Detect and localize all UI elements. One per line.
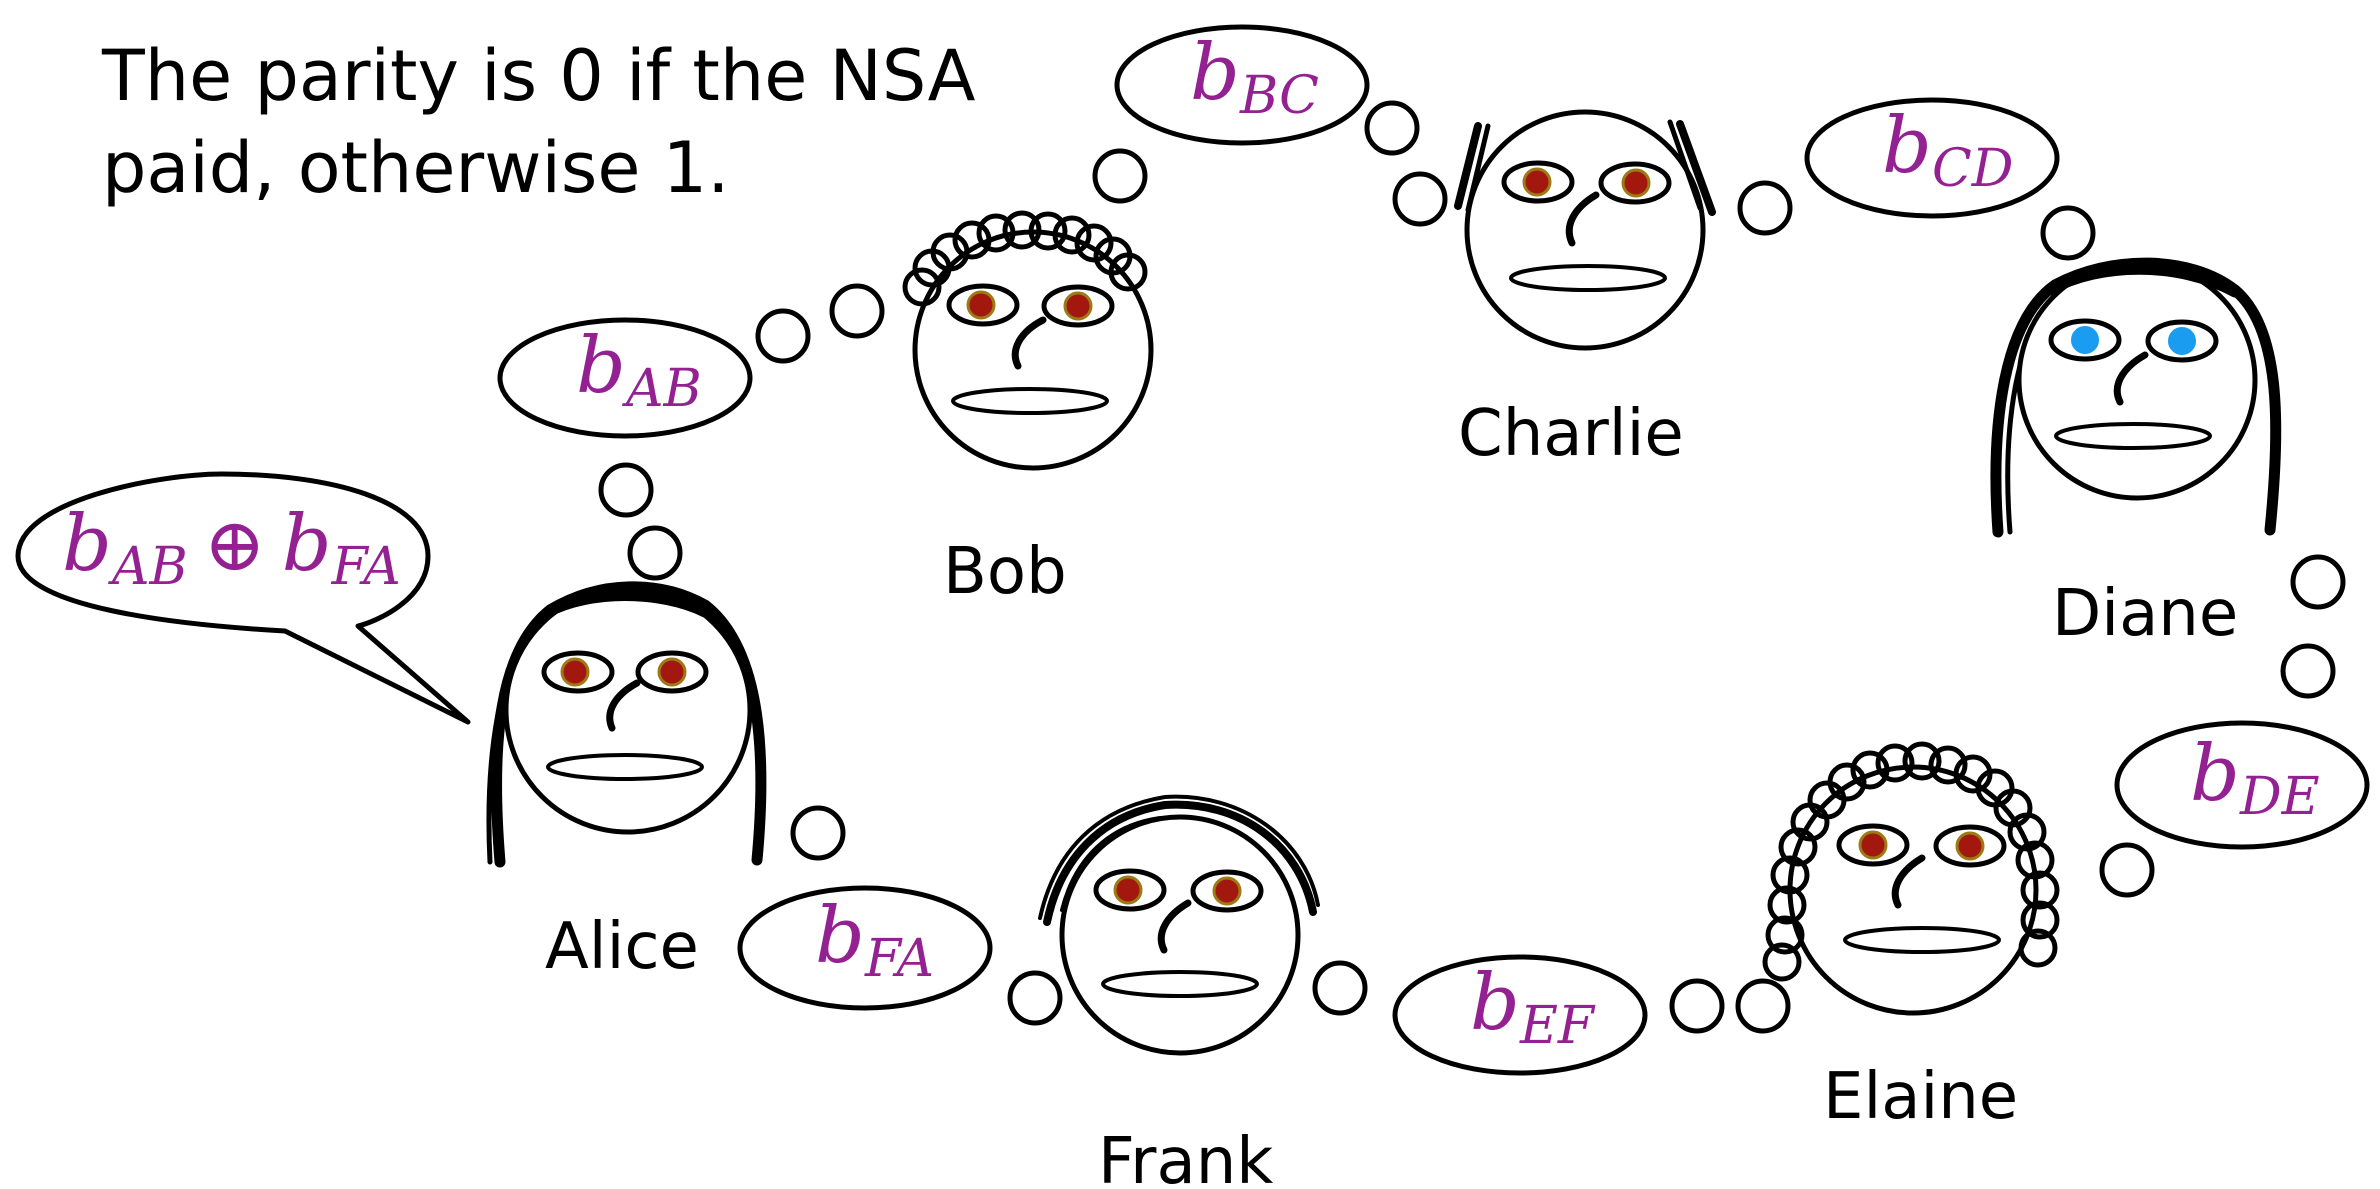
bit-label-ab: bAB: [576, 321, 702, 419]
speech-bubble: [15, 471, 471, 725]
thought-bubble-ab: [497, 317, 753, 439]
thought-bubble-fa: [737, 885, 993, 1011]
name-alice: Alice: [545, 910, 699, 984]
bit-label-ef: bEF: [1470, 958, 1596, 1056]
bit-label-cd: bCD: [1882, 101, 2013, 199]
face-elaine: [1762, 741, 2060, 1016]
name-charlie: Charlie: [1458, 397, 1684, 471]
bit-label-fa: bFA: [815, 891, 934, 989]
caption-line-1: The parity is 0 if the NSA: [102, 35, 976, 117]
speech-bubble-text: bAB⊕bFA: [62, 499, 401, 597]
name-frank: Frank: [1098, 1125, 1273, 1189]
caption: The parity is 0 if the NSA paid, otherwi…: [102, 30, 976, 214]
thought-bubble-de: [2114, 720, 2370, 850]
thought-bubble-cd: [1804, 97, 2060, 219]
name-elaine: Elaine: [1823, 1060, 2018, 1134]
face-frank: [1038, 794, 1320, 1056]
name-bob: Bob: [943, 535, 1067, 609]
face-alice: [486, 581, 767, 868]
bit-label-de: bDE: [2190, 729, 2320, 827]
name-diane: Diane: [2052, 577, 2238, 651]
face-diane: [1990, 257, 2282, 538]
face-bob: [902, 210, 1154, 471]
face-charlie: [1454, 109, 1716, 351]
bit-label-bc: bBC: [1190, 28, 1319, 126]
caption-line-2: paid, otherwise 1.: [102, 127, 730, 209]
thought-bubble-ef: [1392, 954, 1648, 1076]
thought-circles: [598, 100, 2346, 1034]
thought-bubble-bc: [1114, 24, 1370, 146]
